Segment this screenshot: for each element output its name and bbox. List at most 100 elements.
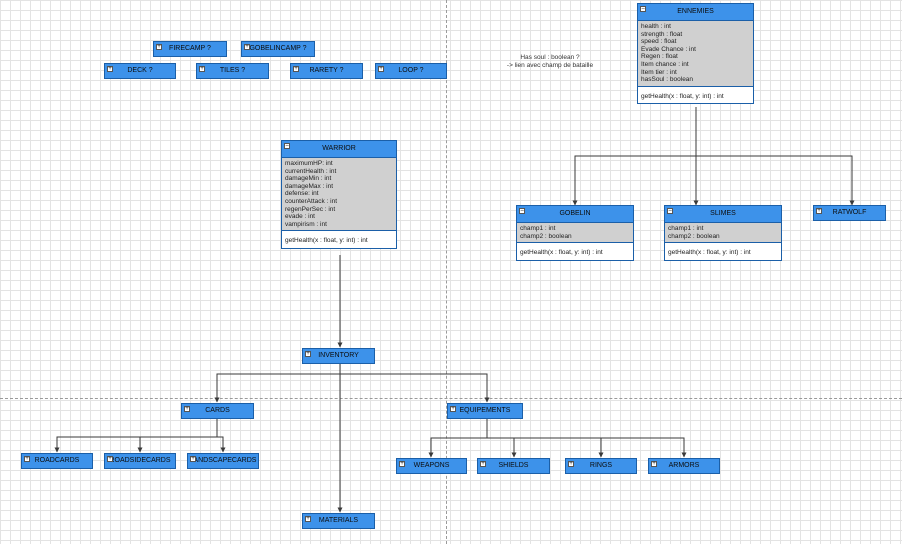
attribute[interactable]: Item chance : int bbox=[641, 60, 689, 68]
connector-equipements-weapons bbox=[428, 419, 488, 458]
expand-icon[interactable]: + bbox=[190, 455, 196, 462]
attribute[interactable]: speed : float bbox=[641, 38, 677, 46]
warrior-class[interactable]: − WARRIOR maximumHP: int currentHealth :… bbox=[281, 140, 397, 249]
attribute[interactable]: maximumHP: int bbox=[285, 160, 333, 167]
materials-box[interactable]: + MATERIALS bbox=[302, 513, 375, 529]
attribute[interactable]: champ1 : int bbox=[668, 225, 704, 232]
attribute[interactable]: vampirism : int bbox=[285, 220, 327, 228]
weapons-box[interactable]: + WEAPONS bbox=[396, 458, 467, 474]
deck-label: DECK ? bbox=[127, 67, 153, 74]
attribute[interactable]: evade : int bbox=[285, 213, 315, 221]
operation[interactable]: getHealth(x : float, y: int) : int bbox=[641, 92, 724, 100]
operation[interactable]: getHealth(x : float, y: int) : int bbox=[285, 237, 368, 245]
attribute[interactable]: hasSoul : boolean bbox=[641, 76, 694, 84]
gobelin-attributes: champ1 : int champ2 : boolean bbox=[517, 223, 633, 244]
warrior-title: WARRIOR bbox=[322, 145, 356, 152]
shields-label: SHIELDS bbox=[498, 462, 529, 469]
ratwolf-label: RATWOLF bbox=[832, 209, 867, 216]
rings-box[interactable]: + RINGS bbox=[565, 458, 637, 474]
expand-icon[interactable]: + bbox=[378, 65, 384, 72]
expand-icon[interactable]: + bbox=[568, 460, 574, 467]
equipements-box[interactable]: + EQUIPEMENTS bbox=[447, 403, 523, 419]
operation[interactable]: getHealth(x : float, y: int) : int bbox=[520, 249, 603, 257]
attribute[interactable]: health : int bbox=[641, 23, 671, 30]
connector-equipements-armors bbox=[486, 419, 687, 458]
collapse-icon[interactable]: − bbox=[667, 207, 673, 214]
collapse-icon[interactable]: − bbox=[284, 142, 290, 149]
roadcards-label: ROADCARDS bbox=[34, 457, 80, 464]
expand-icon[interactable]: + bbox=[184, 405, 190, 412]
gobelincamp-box[interactable]: + GOBELINCAMP ? bbox=[241, 41, 315, 57]
note-line-2: -> lien avec champ de bataille bbox=[506, 62, 594, 69]
warrior-header[interactable]: − WARRIOR bbox=[282, 141, 396, 158]
collapse-icon[interactable]: − bbox=[519, 207, 525, 214]
slimes-attributes: champ1 : int champ2 : boolean bbox=[665, 223, 781, 244]
gobelin-header[interactable]: − GOBELIN bbox=[517, 206, 633, 223]
firecamp-box[interactable]: + FIRECAMP ? bbox=[153, 41, 227, 57]
ratwolf-box[interactable]: + RATWOLF bbox=[813, 205, 886, 221]
rarety-box[interactable]: + RARETY ? bbox=[290, 63, 363, 79]
attribute[interactable]: Evade Chance : int bbox=[641, 45, 696, 53]
expand-icon[interactable]: + bbox=[305, 515, 311, 522]
ennemies-operations: getHealth(x : float, y: int) : int bbox=[638, 87, 753, 104]
expand-icon[interactable]: + bbox=[199, 65, 205, 72]
cards-label: CARDS bbox=[205, 407, 230, 414]
connector-equipements-rings bbox=[486, 419, 604, 458]
expand-icon[interactable]: + bbox=[156, 43, 162, 50]
gobelincamp-label: GOBELINCAMP ? bbox=[249, 45, 307, 52]
deck-box[interactable]: + DECK ? bbox=[104, 63, 176, 79]
attribute[interactable]: Item tier : int bbox=[641, 68, 677, 76]
expand-icon[interactable]: + bbox=[244, 43, 250, 50]
attribute[interactable]: regenPerSec : int bbox=[285, 205, 336, 213]
attribute[interactable]: Regen : float bbox=[641, 53, 678, 61]
expand-icon[interactable]: + bbox=[24, 455, 30, 462]
inventory-box[interactable]: + INVENTORY bbox=[302, 348, 375, 364]
attribute[interactable]: damageMin : int bbox=[285, 175, 332, 183]
tiles-label: TILES ? bbox=[219, 67, 246, 74]
collapse-icon[interactable]: − bbox=[640, 5, 646, 12]
roadsidecards-label: ROADSIDECARDS bbox=[109, 457, 171, 464]
attribute[interactable]: currentHealth : int bbox=[285, 167, 337, 175]
expand-icon[interactable]: + bbox=[293, 65, 299, 72]
attribute[interactable]: champ2 : boolean bbox=[668, 232, 720, 240]
expand-icon[interactable]: + bbox=[107, 65, 113, 72]
expand-icon[interactable]: + bbox=[480, 460, 486, 467]
expand-icon[interactable]: + bbox=[305, 350, 311, 357]
tiles-box[interactable]: + TILES ? bbox=[196, 63, 269, 79]
connector-cards-landscapecards bbox=[216, 419, 226, 453]
expand-icon[interactable]: + bbox=[450, 405, 456, 412]
inventory-label: INVENTORY bbox=[318, 352, 359, 359]
loop-box[interactable]: + LOOP ? bbox=[375, 63, 447, 79]
attribute[interactable]: defense: int bbox=[285, 190, 319, 198]
operation[interactable]: getHealth(x : float, y: int) : int bbox=[668, 249, 751, 257]
expand-icon[interactable]: + bbox=[651, 460, 657, 467]
attribute[interactable]: counterAttack : int bbox=[285, 197, 338, 205]
expand-icon[interactable]: + bbox=[816, 207, 822, 214]
slimes-header[interactable]: − SLIMES bbox=[665, 206, 781, 223]
slimes-class[interactable]: − SLIMES champ1 : int champ2 : boolean g… bbox=[664, 205, 782, 261]
armors-box[interactable]: + ARMORS bbox=[648, 458, 720, 474]
ennemies-title: ENNEMIES bbox=[677, 8, 714, 15]
gobelin-class[interactable]: − GOBELIN champ1 : int champ2 : boolean … bbox=[516, 205, 634, 261]
weapons-label: WEAPONS bbox=[413, 462, 450, 469]
roadcards-box[interactable]: + ROADCARDS bbox=[21, 453, 93, 469]
ennemies-header[interactable]: − ENNEMIES bbox=[638, 4, 753, 21]
rarety-label: RARETY ? bbox=[309, 67, 344, 74]
slimes-operations: getHealth(x : float, y: int) : int bbox=[665, 243, 781, 260]
firecamp-label: FIRECAMP ? bbox=[169, 45, 211, 52]
attribute[interactable]: strength : float bbox=[641, 30, 683, 38]
note-text[interactable]: Has soul : boolean ? -> lien avec champ … bbox=[480, 54, 620, 70]
page-break-vertical bbox=[446, 0, 447, 544]
cards-box[interactable]: + CARDS bbox=[181, 403, 254, 419]
ennemies-class[interactable]: − ENNEMIES health : int strength : float… bbox=[637, 3, 754, 105]
roadsidecards-box[interactable]: + ROADSIDECARDS bbox=[104, 453, 176, 469]
connector-inventory-equipements bbox=[339, 364, 490, 403]
expand-icon[interactable]: + bbox=[107, 455, 113, 462]
landscapecards-box[interactable]: + LANDSCAPECARDS bbox=[187, 453, 259, 469]
shields-box[interactable]: + SHIELDS bbox=[477, 458, 550, 474]
attribute[interactable]: champ1 : int bbox=[520, 225, 556, 232]
expand-icon[interactable]: + bbox=[399, 460, 405, 467]
attribute[interactable]: champ2 : boolean bbox=[520, 232, 572, 240]
attribute[interactable]: damageMax : int bbox=[285, 182, 334, 190]
